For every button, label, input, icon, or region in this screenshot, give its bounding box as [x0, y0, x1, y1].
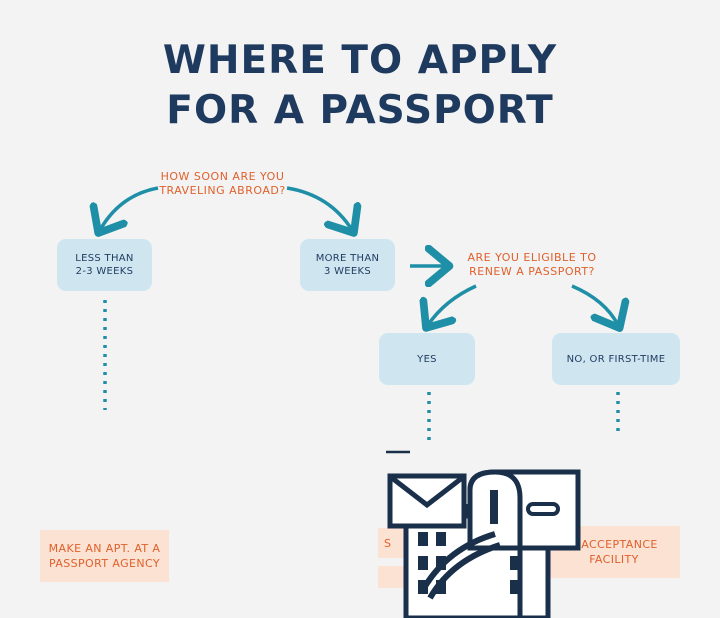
box-less-than: LESS THAN 2-3 WEEKS: [57, 239, 152, 291]
arrow-to-yes: [428, 284, 477, 325]
arrow-to-no: [571, 284, 618, 325]
question-eligible: ARE YOU ELIGIBLE TO RENEW A PASSPORT?: [467, 251, 597, 278]
dest-partial-strip: [378, 566, 408, 588]
title-line-1: WHERE TO APPLY: [162, 38, 558, 83]
envelope-icon: [387, 473, 467, 529]
question-how-soon: HOW SOON ARE YOU TRAVELING ABROAD?: [159, 170, 286, 197]
box-yes: YES: [379, 333, 475, 385]
dest-passport-agency: MAKE AN APT. AT A PASSPORT AGENCY: [40, 530, 169, 582]
arrow-to-less: [100, 186, 159, 230]
dest-mail-partial: S: [378, 528, 408, 558]
dest-acceptance-facility: T ACCEPTANCE FACILITY: [548, 526, 680, 578]
box-more-than: MORE THAN 3 WEEKS: [300, 239, 395, 291]
title-line-2: FOR A PASSPORT: [166, 88, 554, 133]
box-no-first-time: NO, OR FIRST-TIME: [552, 333, 680, 385]
arrow-to-more: [286, 186, 352, 230]
